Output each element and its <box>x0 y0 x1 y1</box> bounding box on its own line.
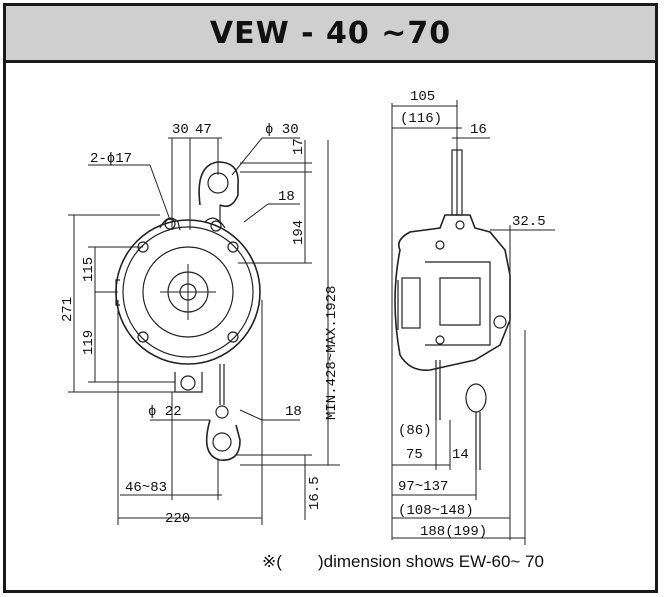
dim-116: (116) <box>400 111 442 127</box>
dim-18-bottom: 18 <box>285 404 302 420</box>
dim-18-top: 18 <box>278 189 295 205</box>
page-title: VEW - 40 ~70 <box>209 15 452 51</box>
dim-188-199: 188(199) <box>420 524 487 540</box>
diagram-frame: VEW - 40 ~70 <box>3 3 658 593</box>
dim-194: 194 <box>291 220 307 245</box>
dim-phi22: ϕ 22 <box>148 404 182 420</box>
dim-108-148: (108~148) <box>398 503 474 519</box>
dim-75: 75 <box>406 447 423 463</box>
dim-30: 30 <box>172 122 189 138</box>
dim-14: 14 <box>452 447 469 463</box>
front-view <box>68 137 340 525</box>
dim-86: (86) <box>398 423 432 439</box>
dim-47: 47 <box>195 122 212 138</box>
dim-220: 220 <box>165 511 190 527</box>
dim-115: 115 <box>81 257 97 282</box>
dim-271: 271 <box>60 297 76 322</box>
dim-2phi17: 2-ϕ17 <box>90 151 132 167</box>
dim-105: 105 <box>410 89 435 105</box>
housing-ring <box>122 226 254 358</box>
note-text: )dimension shows EW-60~ 70 <box>318 552 544 571</box>
dim-97-137: 97~137 <box>398 479 448 495</box>
note-mark: ※( <box>262 552 282 571</box>
title-bar: VEW - 40 ~70 <box>6 6 655 63</box>
dim-min-max: MIN.428~MAX.1928 <box>324 286 340 420</box>
side-view <box>391 100 555 545</box>
dim-phi30: ϕ 30 <box>265 122 299 138</box>
drum-outer <box>142 246 234 338</box>
dim-46-83: 46~83 <box>125 480 167 496</box>
dim-119: 119 <box>81 330 97 355</box>
dim-17: 17 <box>291 138 307 155</box>
dim-32-5: 32.5 <box>512 214 546 230</box>
dim-16: 16 <box>470 122 487 138</box>
dim-16-5: 16.5 <box>307 476 323 510</box>
